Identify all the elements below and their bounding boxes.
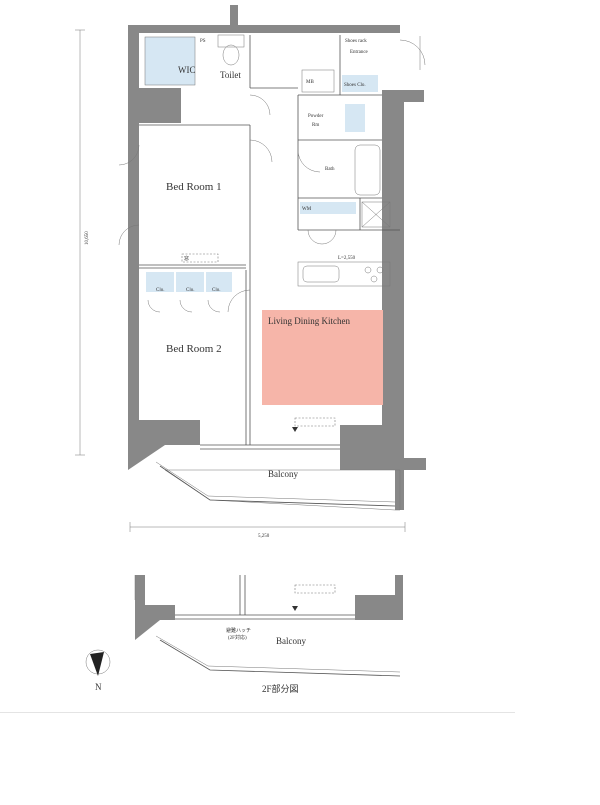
entrance-label: Entrance [350, 50, 369, 55]
north-arrow: N [85, 649, 111, 692]
balcony: Balcony [155, 461, 401, 511]
toilet-label: Toilet [220, 70, 241, 80]
powder-sink [345, 104, 365, 132]
washroom-counter: WM [300, 202, 356, 214]
powder-rm-label: Rm [312, 123, 319, 128]
2f-partial-plan: 避難ハッチ (2F対応) Balcony 2F部分図 [134, 575, 403, 694]
doors [118, 36, 426, 313]
closet-2-label: Clo. [186, 288, 194, 293]
kitchen-length-label: L=2,550 [338, 256, 356, 261]
toilet-fixture: Toilet [217, 34, 245, 80]
width-dimension: 5,250 [129, 522, 406, 539]
height-dimension: 10,650 [75, 29, 90, 456]
exterior-walls [128, 5, 426, 510]
bedroom1-window-marker [181, 253, 219, 263]
bedroom2-label: Bed Room 2 [166, 343, 222, 355]
wic-closet: WIC [144, 36, 196, 86]
ps-label: PS [200, 39, 206, 44]
north-label: N [95, 682, 102, 692]
2f-hatch-note: (2F対応) [228, 634, 247, 641]
powder-label: Powder [308, 114, 324, 119]
shoes-rack-label: Shoes rack [345, 39, 367, 44]
2f-balcony-label: Balcony [276, 636, 306, 646]
ldk-window-marker [294, 417, 336, 427]
bathtub: Bath [325, 144, 381, 196]
shoes-closet: Shoes Clo. [342, 75, 378, 92]
kitchen-counter: L=2,550 [297, 256, 391, 287]
bath-label: Bath [325, 167, 335, 172]
ldk-area [262, 310, 383, 405]
height-dimension-label: 10,650 [85, 231, 90, 245]
mb-label: MB [306, 80, 314, 85]
2f-hatch-label: 避難ハッチ [226, 627, 251, 634]
wic-label: WIC [178, 65, 196, 75]
bottom-divider [0, 712, 515, 713]
bedroom2-closets: Clo. Clo. Clo. [146, 272, 232, 293]
width-dimension-label: 5,250 [258, 534, 270, 539]
ldk-label: Living Dining Kitchen [268, 316, 350, 326]
interior-walls [139, 35, 400, 450]
bedroom1-window-label: 窓 [184, 255, 189, 262]
wm-label: WM [302, 207, 312, 212]
mb-box [301, 69, 335, 93]
closet-1-label: Clo. [156, 288, 164, 293]
2f-plan-caption: 2F部分図 [262, 683, 299, 694]
balcony-label: Balcony [268, 469, 298, 479]
closet-3-label: Clo. [212, 288, 220, 293]
bedroom1-label: Bed Room 1 [166, 181, 222, 193]
shoes-closet-label: Shoes Clo. [344, 83, 366, 88]
shower-area [361, 201, 391, 228]
